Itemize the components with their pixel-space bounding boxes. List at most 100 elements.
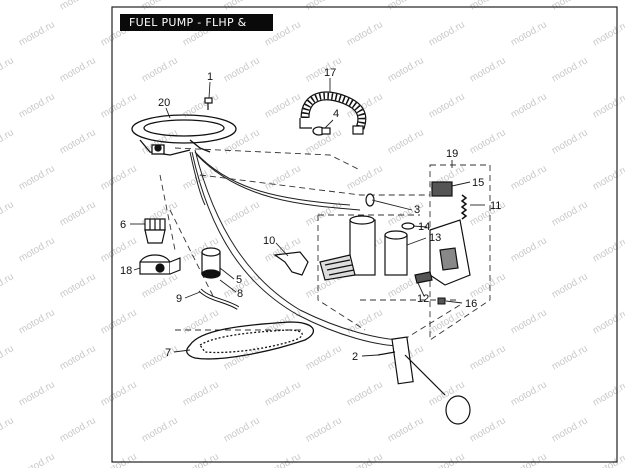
part-regulator bbox=[139, 254, 181, 275]
watermark-text: motod.ru bbox=[17, 307, 57, 336]
watermark-text: motod.ru bbox=[509, 91, 549, 120]
watermark-text: motod.ru bbox=[468, 343, 508, 372]
watermark-text: motod.ru bbox=[550, 199, 590, 228]
watermark-text: motod.ru bbox=[58, 271, 98, 300]
callout-19: 19 bbox=[446, 148, 458, 160]
callout-5: 5 bbox=[236, 274, 242, 286]
watermark-text: motod.ru bbox=[0, 0, 16, 13]
callout-9: 9 bbox=[176, 293, 182, 305]
callout-16: 16 bbox=[465, 298, 477, 310]
watermark-text: motod.ru bbox=[591, 19, 625, 48]
watermark-text: motod.ru bbox=[550, 271, 590, 300]
part-pump-canister bbox=[384, 230, 408, 276]
watermark-text: motod.ru bbox=[386, 0, 426, 13]
wire-harness bbox=[189, 149, 406, 347]
watermark-text: motod.ru bbox=[263, 91, 303, 120]
part-top-plate bbox=[131, 114, 237, 156]
watermark-text: motod.ru bbox=[17, 451, 57, 468]
watermark-text: motod.ru bbox=[345, 19, 385, 48]
watermark-text: motod.ru bbox=[468, 199, 508, 228]
watermark-text: motod.ru bbox=[591, 163, 625, 192]
watermark-text: motod.ru bbox=[427, 91, 467, 120]
watermark-text: motod.ru bbox=[345, 451, 385, 468]
callout-leaders bbox=[130, 78, 485, 357]
group-bracket bbox=[429, 164, 491, 341]
callout-7: 7 bbox=[165, 347, 171, 359]
watermark-text: motod.ru bbox=[345, 163, 385, 192]
watermark-text: motod.ru bbox=[181, 163, 221, 192]
part-filter-cap bbox=[144, 218, 166, 244]
callout-18: 18 bbox=[120, 265, 132, 277]
watermark-text: motod.ru bbox=[0, 415, 16, 444]
watermark-text: motod.ru bbox=[140, 55, 180, 84]
callout-20: 20 bbox=[158, 97, 170, 109]
watermark-text: motod.ru bbox=[181, 379, 221, 408]
watermark-text: motod.ru bbox=[99, 163, 139, 192]
watermark-text: motod.ru bbox=[263, 379, 303, 408]
part-filter-canister bbox=[201, 247, 221, 279]
callout-13: 13 bbox=[429, 232, 441, 244]
watermark-text: motod.ru bbox=[509, 451, 549, 468]
watermark-text: motod.ru bbox=[58, 415, 98, 444]
watermark-text: motod.ru bbox=[550, 343, 590, 372]
watermark-text: motod.ru bbox=[509, 379, 549, 408]
watermark-text: motod.ru bbox=[99, 451, 139, 468]
diagram-title: FUEL PUMP - FLHP & FLHPE bbox=[120, 14, 273, 46]
watermark-text: motod.ru bbox=[140, 271, 180, 300]
callout-15: 15 bbox=[472, 177, 484, 189]
callout-11: 11 bbox=[490, 200, 501, 212]
watermark-text: motod.ru bbox=[0, 55, 16, 84]
watermark-text: motod.ru bbox=[222, 55, 262, 84]
callout-17: 17 bbox=[324, 67, 336, 79]
part-gasket bbox=[186, 321, 315, 360]
callout-2: 2 bbox=[352, 351, 358, 363]
watermark-text: motod.ru bbox=[591, 379, 625, 408]
watermark-text: motod.ru bbox=[550, 415, 590, 444]
watermark-text: motod.ru bbox=[468, 127, 508, 156]
part-fuel-line-inner bbox=[199, 289, 239, 309]
watermark-text: motod.ru bbox=[591, 451, 625, 468]
watermark-text: motod.ru bbox=[0, 127, 16, 156]
watermark-text: motod.ru bbox=[468, 415, 508, 444]
callout-6: 6 bbox=[120, 219, 126, 231]
part-fuel-hose bbox=[299, 91, 367, 135]
watermark-text: motod.ru bbox=[0, 343, 16, 372]
part-spring bbox=[460, 194, 468, 220]
callout-1: 1 bbox=[207, 71, 213, 83]
watermark-text: motod.ru bbox=[468, 271, 508, 300]
watermark-text: motod.ru bbox=[58, 127, 98, 156]
watermark-text: motod.ru bbox=[17, 19, 57, 48]
watermark-text: motod.ru bbox=[99, 91, 139, 120]
part-hose-clamp bbox=[312, 126, 331, 136]
watermark-text: motod.ru bbox=[17, 379, 57, 408]
diagram-border bbox=[111, 6, 618, 463]
part-pump-bracket bbox=[414, 181, 471, 286]
watermark-text: motod.ru bbox=[58, 55, 98, 84]
watermark-text: motod.ru bbox=[140, 415, 180, 444]
watermark-text: motod.ru bbox=[140, 0, 180, 13]
watermark-text: motod.ru bbox=[58, 0, 98, 13]
watermark-text: motod.ru bbox=[345, 379, 385, 408]
watermark-text: motod.ru bbox=[0, 271, 16, 300]
watermark-text: motod.ru bbox=[58, 343, 98, 372]
watermark-text: motod.ru bbox=[222, 199, 262, 228]
watermark-text: motod.ru bbox=[345, 307, 385, 336]
watermark-text: motod.ru bbox=[304, 0, 344, 13]
watermark-text: motod.ru bbox=[468, 55, 508, 84]
part-fuel-pump bbox=[319, 215, 376, 281]
watermark-text: motod.ru bbox=[263, 163, 303, 192]
part-bracket bbox=[273, 251, 309, 276]
watermark-text: motod.ru bbox=[58, 199, 98, 228]
watermark-text: motod.ru bbox=[99, 307, 139, 336]
callout-8: 8 bbox=[237, 288, 243, 300]
watermark-text: motod.ru bbox=[550, 127, 590, 156]
part-clip bbox=[437, 297, 446, 305]
callout-12: 12 bbox=[417, 293, 429, 305]
watermark-text: motod.ru bbox=[222, 0, 262, 13]
watermark-text: motod.ru bbox=[550, 55, 590, 84]
part-level-sender bbox=[377, 336, 471, 425]
watermark-text: motod.ru bbox=[509, 235, 549, 264]
watermark-text: motod.ru bbox=[17, 235, 57, 264]
watermark-text: motod.ru bbox=[591, 91, 625, 120]
